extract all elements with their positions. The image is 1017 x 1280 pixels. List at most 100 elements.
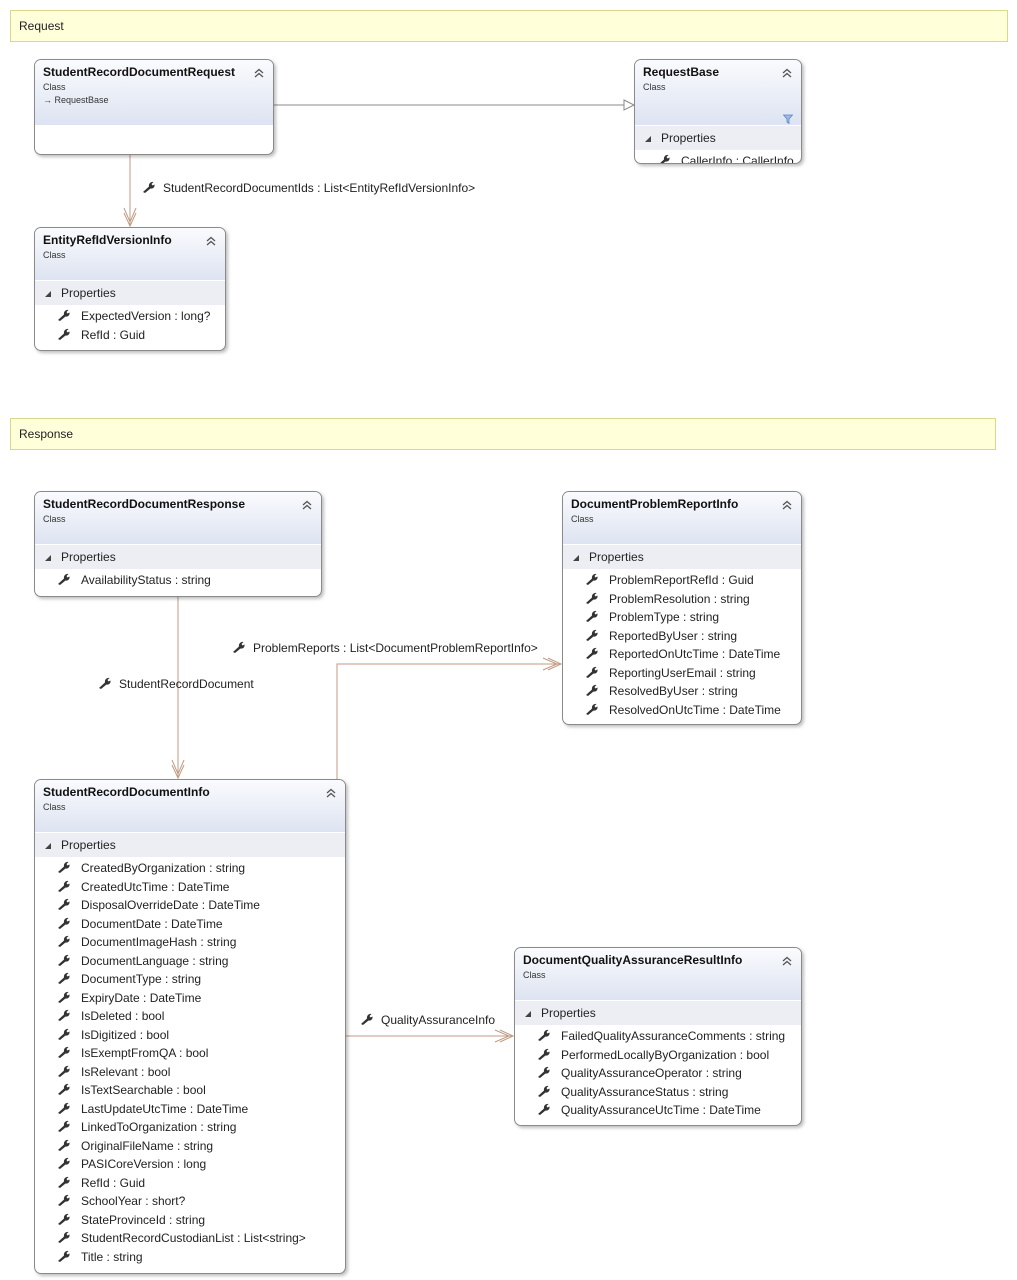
property-row[interactable]: IsDeleted : bool <box>35 1007 345 1026</box>
property-row[interactable]: RefId : Guid <box>35 326 225 345</box>
property-row[interactable]: LastUpdateUtcTime : DateTime <box>35 1100 345 1119</box>
property-row[interactable]: ResolvedByUser : string <box>563 682 801 701</box>
inherits-icon: → <box>43 95 52 105</box>
property-row[interactable]: LinkedToOrganization : string <box>35 1118 345 1137</box>
property-text: RefId : Guid <box>81 1175 146 1190</box>
association-label[interactable]: ProblemReports : List<DocumentProblemRep… <box>232 641 538 655</box>
collapse-icon[interactable] <box>326 785 336 798</box>
class-stereotype: Class <box>43 802 66 812</box>
section-label: Properties <box>541 1006 596 1020</box>
class-stereotype: Class <box>523 970 546 980</box>
property-row[interactable]: FailedQualityAssuranceComments : string <box>515 1027 801 1046</box>
property-row[interactable]: OriginalFileName : string <box>35 1137 345 1156</box>
property-row[interactable]: QualityAssuranceOperator : string <box>515 1064 801 1083</box>
collapse-icon[interactable] <box>206 233 216 246</box>
wrench-icon <box>57 1213 81 1227</box>
wrench-icon <box>57 309 81 323</box>
property-text: LastUpdateUtcTime : DateTime <box>81 1101 249 1116</box>
class-header[interactable]: StudentRecordDocumentResponse Class <box>35 492 321 544</box>
properties-section[interactable]: Properties <box>635 126 801 150</box>
association-label[interactable]: StudentRecordDocumentIds : List<EntityRe… <box>142 181 475 195</box>
property-row[interactable]: IsExemptFromQA : bool <box>35 1044 345 1063</box>
property-row[interactable]: PASICoreVersion : long <box>35 1155 345 1174</box>
collapse-icon[interactable] <box>782 953 792 966</box>
inheritance-arrowhead <box>623 99 636 111</box>
property-row[interactable]: CreatedByOrganization : string <box>35 859 345 878</box>
property-row[interactable]: ReportedOnUtcTime : DateTime <box>563 645 801 664</box>
expand-triangle-icon[interactable] <box>573 545 579 561</box>
property-text: IsDigitized : bool <box>81 1027 170 1042</box>
property-row[interactable]: RefId : Guid <box>35 1174 345 1193</box>
wrench-icon <box>585 629 609 643</box>
property-text: IsDeleted : bool <box>81 1009 165 1023</box>
property-text: ExpiryDate : DateTime <box>81 990 202 1005</box>
properties-section[interactable]: Properties <box>563 545 801 569</box>
property-row[interactable]: DocumentLanguage : string <box>35 952 345 971</box>
wrench-icon <box>585 684 609 698</box>
expand-triangle-icon[interactable] <box>45 833 51 849</box>
property-row[interactable]: Title : string <box>35 1248 345 1267</box>
class-header[interactable]: RequestBase Class <box>635 60 801 125</box>
property-row[interactable]: ResolvedOnUtcTime : DateTime <box>563 701 801 720</box>
class-box[interactable]: DocumentQualityAssuranceResultInfo Class… <box>514 947 802 1126</box>
property-row[interactable]: DocumentType : string <box>35 970 345 989</box>
collapse-icon[interactable] <box>782 65 792 78</box>
association-label[interactable]: StudentRecordDocument <box>98 677 254 691</box>
property-row[interactable]: DisposalOverrideDate : DateTime <box>35 896 345 915</box>
expand-triangle-icon[interactable] <box>525 1001 531 1017</box>
property-row[interactable]: QualityAssuranceStatus : string <box>515 1083 801 1102</box>
property-row[interactable]: ReportingUserEmail : string <box>563 664 801 683</box>
properties-section[interactable]: Properties <box>35 833 345 857</box>
class-header[interactable]: DocumentProblemReportInfo Class <box>563 492 801 544</box>
wrench-icon <box>57 898 81 912</box>
properties-section[interactable]: Properties <box>35 281 225 305</box>
property-row[interactable]: ProblemReportRefId : Guid <box>563 571 801 590</box>
property-row[interactable]: StudentRecordCustodianList : List<string… <box>35 1229 345 1248</box>
properties-section[interactable]: Properties <box>35 545 321 569</box>
property-row[interactable]: IsTextSearchable : bool <box>35 1081 345 1100</box>
class-header[interactable]: DocumentQualityAssuranceResultInfo Class <box>515 948 801 1000</box>
property-text: DocumentLanguage : string <box>81 953 229 968</box>
property-text: ProblemResolution : string <box>609 591 750 606</box>
property-row[interactable]: PerformedLocallyByOrganization : bool <box>515 1046 801 1065</box>
property-row[interactable]: DocumentImageHash : string <box>35 933 345 952</box>
property-row[interactable]: DocumentDate : DateTime <box>35 915 345 934</box>
property-row[interactable]: SchoolYear : short? <box>35 1192 345 1211</box>
collapse-icon[interactable] <box>254 65 264 78</box>
property-row[interactable]: ProblemType : string <box>563 608 801 627</box>
association-text: QualityAssuranceInfo <box>381 1013 496 1027</box>
filter-icon[interactable] <box>782 111 794 125</box>
expand-triangle-icon[interactable] <box>45 281 51 297</box>
expand-triangle-icon[interactable] <box>645 126 651 142</box>
property-row[interactable]: ExpectedVersion : long? <box>35 307 225 326</box>
class-header[interactable]: StudentRecordDocumentRequest Class→ Requ… <box>35 60 273 125</box>
class-box[interactable]: StudentRecordDocumentRequest Class→ Requ… <box>34 59 274 155</box>
class-header[interactable]: StudentRecordDocumentInfo Class <box>35 780 345 832</box>
property-row[interactable]: CreatedUtcTime : DateTime <box>35 878 345 897</box>
property-text: ExpectedVersion : long? <box>81 309 211 323</box>
expand-triangle-icon[interactable] <box>45 545 51 561</box>
property-row[interactable]: ProblemResolution : string <box>563 590 801 609</box>
class-header[interactable]: EntityRefIdVersionInfo Class <box>35 228 225 280</box>
collapse-icon[interactable] <box>302 497 312 510</box>
property-row[interactable]: IsDigitized : bool <box>35 1026 345 1045</box>
property-row[interactable]: StateProvinceId : string <box>35 1211 345 1230</box>
wrench-icon <box>57 972 81 986</box>
property-row[interactable]: AvailabilityStatus : string <box>35 571 321 590</box>
collapse-icon[interactable] <box>782 497 792 510</box>
association-label[interactable]: QualityAssuranceInfo <box>360 1013 495 1027</box>
properties-section[interactable]: Properties <box>515 1001 801 1025</box>
wrench-icon <box>360 1013 381 1027</box>
class-name: DocumentQualityAssuranceResultInfo <box>523 953 743 967</box>
property-row[interactable]: IsRelevant : bool <box>35 1063 345 1082</box>
property-row[interactable]: CallerInfo : CallerInfo <box>635 152 801 163</box>
property-row[interactable]: ExpiryDate : DateTime <box>35 989 345 1008</box>
property-row[interactable]: QualityAssuranceUtcTime : DateTime <box>515 1101 801 1120</box>
property-row[interactable]: ReportedByUser : string <box>563 627 801 646</box>
property-text: DocumentType : string <box>81 972 202 986</box>
